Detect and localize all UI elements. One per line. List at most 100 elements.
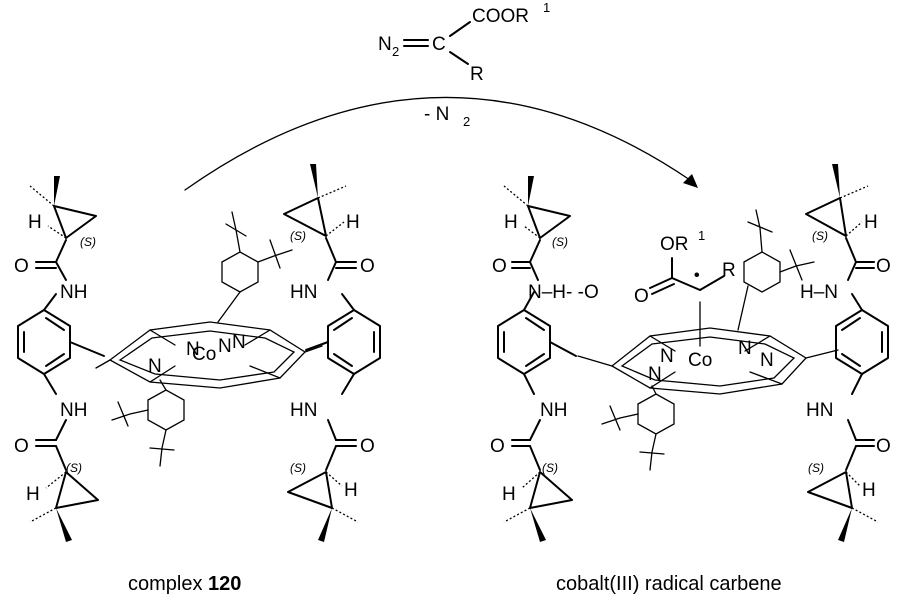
amide-n-c-bond-b (55, 419, 67, 441)
benzene-double-bonds (503, 317, 545, 367)
stereo-label-top: (S) (80, 235, 96, 249)
stereo-label-top-r: (S) (812, 229, 828, 243)
amide-nh-bottom: NH (60, 400, 87, 421)
methyl-wedge-bottom (530, 508, 546, 542)
amide-nh-top: NH (60, 282, 87, 303)
cyclopropyl-h-bottom: H (26, 484, 40, 505)
caption-radical-carbene: cobalt(III) radical carbene (556, 573, 782, 595)
pyrrole-n-2: N (738, 338, 752, 359)
aryl-meso-bond (159, 379, 167, 391)
cobalt-radical-carbene: N N N Co N OR 1 O • R (490, 164, 891, 595)
cyclopropane-ring-bottom-r (807, 471, 853, 509)
cyclopropane-ring-top (53, 205, 97, 239)
arrow-label: - N (424, 104, 449, 125)
stereo-hash-h-b (325, 471, 343, 487)
carbonyl-o-bottom-r: O (360, 436, 375, 457)
stereo-hash-h-b (45, 471, 67, 489)
amide-c-cyclopropyl-bond-b (529, 445, 541, 471)
cyclopropyl-h-bottom-r: H (344, 480, 358, 501)
stereo-hash-h (47, 225, 67, 239)
arene-nh-bond-bottom (341, 373, 355, 395)
carbonyl-o-top: O (14, 256, 29, 277)
cyclopropane-ring-bottom (529, 471, 573, 509)
cyclopropane-ring-top-r (283, 197, 327, 237)
carbonyl-o-bottom-r: O (876, 436, 891, 457)
amide-c-cyclopropyl-bond (325, 237, 337, 263)
porphyrin-core-left: N N N Co N (95, 321, 323, 389)
stereo-label-bottom-r: (S) (808, 461, 824, 475)
stereo-label-bottom: (S) (66, 461, 82, 475)
arene-nh-bond-bottom (43, 373, 57, 395)
methyl-hash-bottom (29, 507, 57, 523)
di-tert-butylphenyl-bottom-left (111, 379, 185, 467)
aryl-meso-bond (217, 291, 241, 323)
arene-porphyrin-bond (69, 341, 105, 357)
amide-nh-bottom: NH (540, 400, 567, 421)
arene-n-bond (851, 293, 863, 311)
hbond-nh-left: N–H- -O (528, 282, 599, 303)
benzene-ring (497, 309, 551, 375)
complex-120: N N N Co N NH NH (14, 164, 381, 595)
methyl-wedge-bottom-r (838, 508, 852, 542)
tbu-group-4 (639, 433, 665, 471)
arene-nh-bond-bottom (851, 373, 863, 395)
arene-nh-bond-top (341, 293, 355, 311)
methyl-wedge-top-r (832, 164, 840, 198)
amide-n-c-bond (529, 261, 539, 281)
cyclopropyl-h-top-r: H (346, 212, 360, 233)
reaction-arrow-head (683, 174, 698, 188)
carbene-r: R (722, 260, 736, 281)
methyl-wedge-top (528, 176, 534, 206)
arene-nh-bond-bottom (523, 373, 535, 395)
stereo-label-top-r: (S) (290, 229, 306, 243)
methyl-hash-bottom-r (851, 507, 879, 523)
amide-arene-left: NH NH O (S) H O (S) H (14, 176, 105, 542)
ester-co-double (651, 283, 675, 295)
stereo-hash-h (325, 221, 345, 237)
reagent-n2-subscript: 2 (392, 44, 399, 59)
methyl-wedge-bottom-r (318, 508, 332, 542)
cyclopropyl-h-top: H (28, 212, 42, 233)
methyl-wedge-bottom (56, 508, 72, 542)
stereo-label-bottom-r: (S) (290, 461, 306, 475)
aryl-ring (743, 251, 781, 293)
amide-c-cyclopropyl-bond-b (845, 445, 857, 471)
reaction-arrow: - N 2 (184, 96, 698, 191)
amide-n-c-bond (327, 261, 337, 281)
methyl-hash-top (29, 185, 55, 207)
ester-or1-superscript: 1 (698, 228, 705, 243)
stereo-hash-h (523, 225, 541, 239)
reagent-carbon: C (432, 34, 446, 55)
amide-arene-right: HN HN O (S) H O (S) H (283, 164, 381, 542)
diazo-reagent: N 2 C COOR 1 R (378, 0, 550, 85)
arene-nh-bond-top (43, 293, 57, 311)
pyrrole-n-1: N (186, 339, 200, 360)
amide-n-c-bond (55, 261, 67, 281)
amide-arene-right-product: H–N HN O (S) H O (S) H (800, 164, 891, 542)
reagent-n2: N (378, 34, 392, 55)
amide-arene-left-product: N–H- -O NH O (S) H O (S) H (490, 176, 599, 542)
tbu-group-2 (257, 239, 293, 269)
aryl-meso-bond (651, 385, 657, 395)
methyl-hash-top-r (839, 185, 869, 199)
stereo-hash-h (845, 221, 863, 237)
pyrrole-n-3: N (148, 356, 162, 377)
amide-hn-bottom: HN (290, 400, 317, 421)
reagent-ester: COOR (472, 6, 529, 27)
amide-c-cyclopropyl-bond (55, 239, 67, 263)
benzene-ring (327, 309, 381, 375)
arene-n-bond (523, 291, 535, 311)
di-tert-butylphenyl-bottom-right (601, 385, 675, 471)
carbene-r-bond (699, 275, 725, 291)
carbene-fragment: OR 1 O • R (634, 228, 736, 307)
cyclopropyl-h-bottom: H (502, 484, 516, 505)
amide-hn-bottom: HN (806, 400, 833, 421)
hbond-hn-right: H–N (800, 282, 838, 303)
porphyrin-inner-ring (118, 330, 296, 381)
amide-n-c-bond (847, 261, 857, 281)
amide-c-cyclopropyl-bond (845, 237, 857, 263)
reagent-ester-superscript: 1 (543, 0, 550, 15)
reagent-bond-r (449, 51, 469, 65)
stereo-hash-h-b (845, 471, 861, 487)
